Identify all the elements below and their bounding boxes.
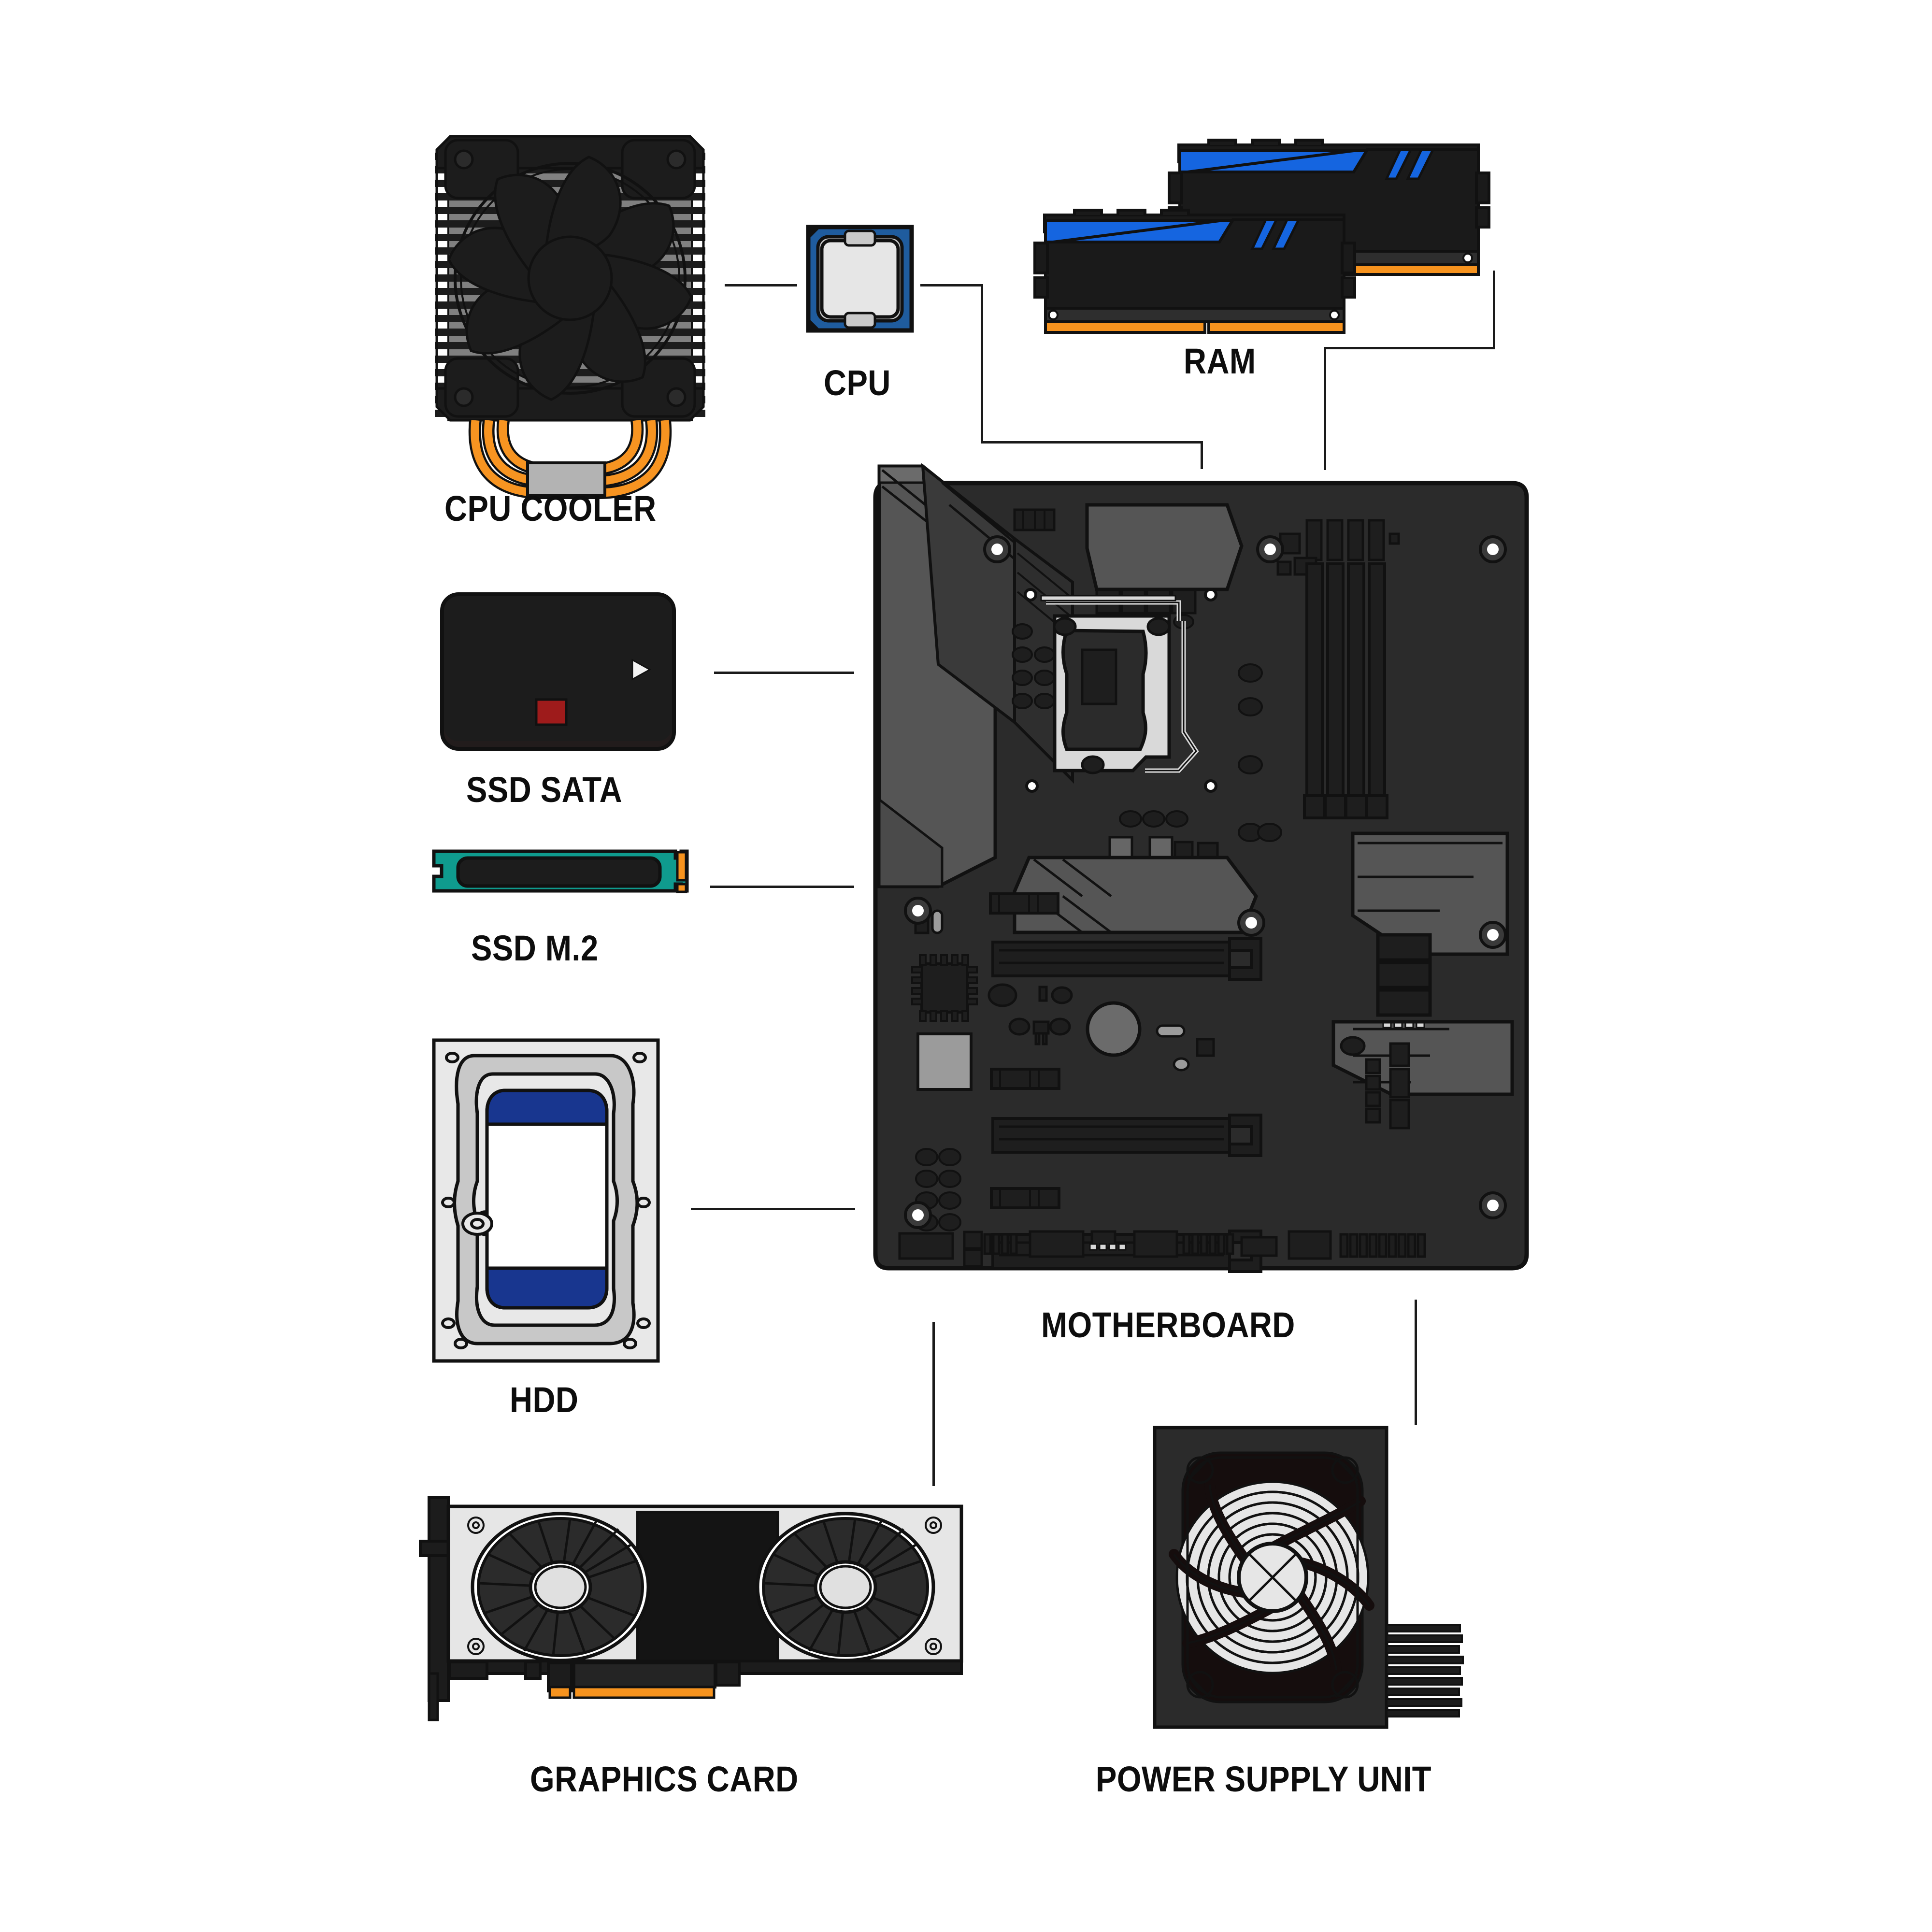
- mb-cpu-socket: [1040, 595, 1199, 774]
- label-ram: RAM: [1184, 341, 1256, 381]
- mb-chips: [911, 909, 1215, 1091]
- mb-m2-heatsink: [1351, 831, 1509, 956]
- gpu-bracket: [428, 1496, 450, 1702]
- gpu-pcie-connector: [447, 1660, 963, 1699]
- connector-cooler-to-cpu: [725, 284, 797, 286]
- ssd-sata-led: [535, 698, 568, 726]
- ram: [1029, 130, 1522, 338]
- connector-gpu-to-board-v: [932, 1322, 935, 1486]
- ssd-sata-arrow-icon: [631, 658, 652, 681]
- connector-cpu-to-board-h2: [981, 441, 1203, 444]
- gpu-fan-left: [471, 1512, 650, 1662]
- label-graphics-card: GRAPHICS CARD: [530, 1759, 799, 1799]
- mb-capacitor-array: [1012, 623, 1282, 842]
- cpu-ihs: [820, 239, 900, 319]
- connector-ssd-sata-to-board: [714, 672, 854, 674]
- mb-front-panel-header: [915, 1148, 961, 1231]
- ram-module-front: [1033, 209, 1356, 334]
- cpu-notch-bl: [808, 318, 821, 330]
- connector-hdd-to-board: [691, 1208, 855, 1210]
- label-ssd-m2: SSD M.2: [471, 928, 599, 968]
- psu-cables: [1386, 1624, 1464, 1717]
- mb-bottom-headers: [898, 1230, 1426, 1268]
- motherboard: [870, 461, 1536, 1297]
- mb-dimm-slots: [1303, 562, 1388, 819]
- gpu-fan-right: [756, 1512, 935, 1662]
- cooler-fan-blades: [447, 156, 693, 401]
- mb-top-headers: [1013, 508, 1400, 576]
- cooler-coldplate: [526, 461, 606, 497]
- mb-rear-io: [1376, 933, 1432, 1017]
- connector-ram-to-board-v2: [1324, 347, 1326, 470]
- psu-fan-frame: [1186, 1456, 1359, 1699]
- hdd-screw-holes: [441, 1052, 651, 1349]
- power-supply: [1150, 1423, 1469, 1761]
- m2-gold-fingers: [676, 851, 687, 882]
- ssd-m2: [430, 840, 701, 907]
- ssd-sata: [437, 589, 679, 754]
- cpu-cooler: [415, 111, 725, 499]
- label-motherboard: MOTHERBOARD: [1041, 1305, 1295, 1345]
- connector-cpu-to-board-v: [981, 284, 983, 444]
- cooler-fan-frame: [435, 135, 705, 422]
- connector-psu-to-board-v: [1415, 1300, 1417, 1425]
- label-ssd-sata: SSD SATA: [466, 770, 623, 810]
- cpu-notch-tl: [808, 227, 821, 240]
- mb-cmos-battery: [1086, 1001, 1142, 1057]
- gpu-shroud-screws: [467, 1517, 942, 1655]
- cpu: [804, 223, 916, 334]
- graphics-card: [419, 1478, 981, 1721]
- label-cpu: CPU: [824, 363, 891, 403]
- m2-controller-chip: [456, 856, 662, 888]
- hdd: [430, 1036, 662, 1365]
- psu-fan-grille: [1169, 1479, 1374, 1675]
- label-cpu-cooler: CPU COOLER: [444, 488, 657, 529]
- mb-vrm-heatsink-top: [1085, 503, 1244, 591]
- mb-screw-holes: [904, 535, 1507, 1229]
- connector-ssd-m2-to-board: [710, 886, 854, 888]
- label-power-supply-unit: POWER SUPPLY UNIT: [1096, 1759, 1431, 1799]
- label-hdd: HDD: [510, 1380, 579, 1420]
- connector-cpu-to-board-drop: [1201, 441, 1203, 469]
- gpu-center-block: [636, 1511, 779, 1662]
- connector-ram-to-board-v1: [1493, 271, 1495, 348]
- connector-cpu-to-board-h1: [920, 284, 983, 286]
- connector-ram-to-board-h: [1324, 347, 1495, 349]
